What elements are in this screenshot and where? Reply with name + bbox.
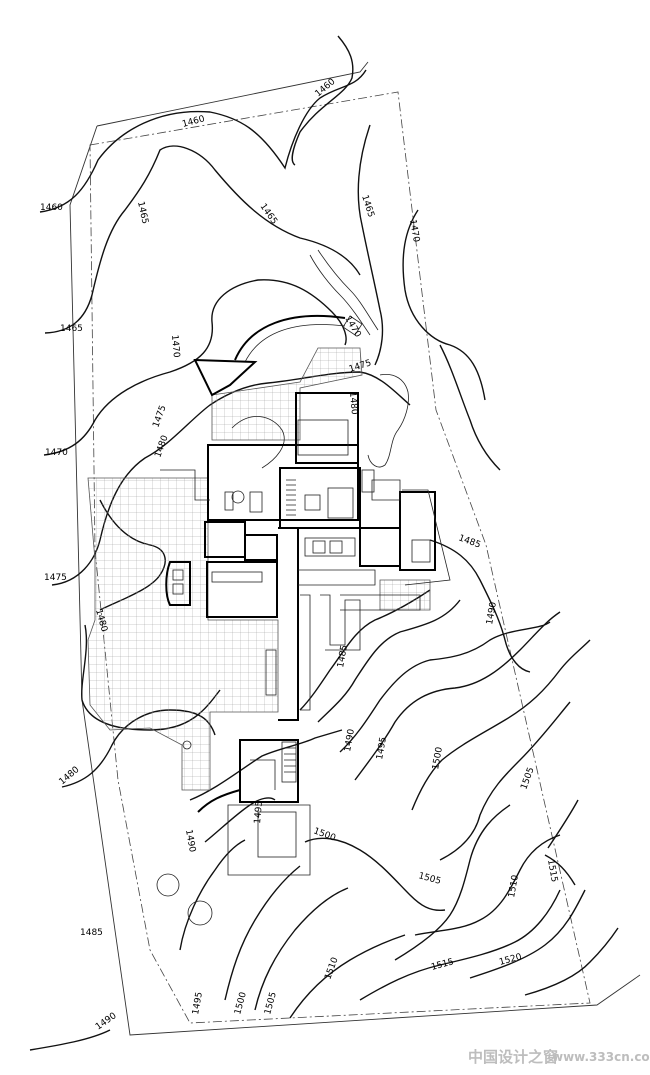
contour-label: 1480 <box>347 391 359 415</box>
contour-label: 1500 <box>312 826 337 843</box>
contour-label: 1500 <box>233 991 249 1016</box>
curved-garden-wall <box>193 249 409 469</box>
garage-structure <box>197 739 311 876</box>
watermark-url: www.333cn.com <box>552 1050 650 1064</box>
contour-label: 1480 <box>58 765 82 788</box>
contour-label: 1485 <box>457 533 482 550</box>
contour-label: 1490 <box>343 728 357 753</box>
contour-label: 1465 <box>258 202 279 226</box>
contour-label: 1510 <box>507 874 521 899</box>
contour-label: 1480 <box>153 434 170 459</box>
contour-label: 1490 <box>94 1011 119 1032</box>
contour-label: 1495 <box>191 991 205 1015</box>
contour-label: 1465 <box>60 324 83 334</box>
contour-label: 1465 <box>359 194 376 219</box>
contour-label: 1500 <box>431 746 445 771</box>
contour-label: 1475 <box>151 404 168 429</box>
contour-label: 1470 <box>407 219 421 244</box>
contour-label: 1495 <box>253 801 265 825</box>
contour-label: 1460 <box>40 203 63 213</box>
contour-label: 1515 <box>545 859 559 883</box>
watermark-site-name: 中国设计之窗 <box>468 1048 558 1066</box>
paved-terraces <box>87 347 431 791</box>
contour-label: 1485 <box>80 928 103 938</box>
contour-label: 1490 <box>183 829 197 854</box>
contour-label: 1505 <box>417 871 442 887</box>
watermark: 中国设计之窗 www.333cn.com <box>468 1048 650 1066</box>
trees <box>156 873 213 926</box>
contour-label: 1475 <box>44 573 67 583</box>
contour-label: 1520 <box>498 952 523 968</box>
contour-label: 1515 <box>430 957 455 973</box>
contour-label: 1490 <box>485 601 499 626</box>
contour-label: 1470 <box>45 448 68 458</box>
contour-label: 1505 <box>263 991 279 1016</box>
house-floor-plan <box>160 392 451 750</box>
contour-label: 1470 <box>169 334 181 358</box>
contour-label: 1460 <box>314 77 338 100</box>
contour-label: 1495 <box>375 736 389 760</box>
contour-label: 1465 <box>135 201 150 225</box>
contour-label: 1485 <box>336 644 350 668</box>
contour-label: 1505 <box>519 766 536 791</box>
